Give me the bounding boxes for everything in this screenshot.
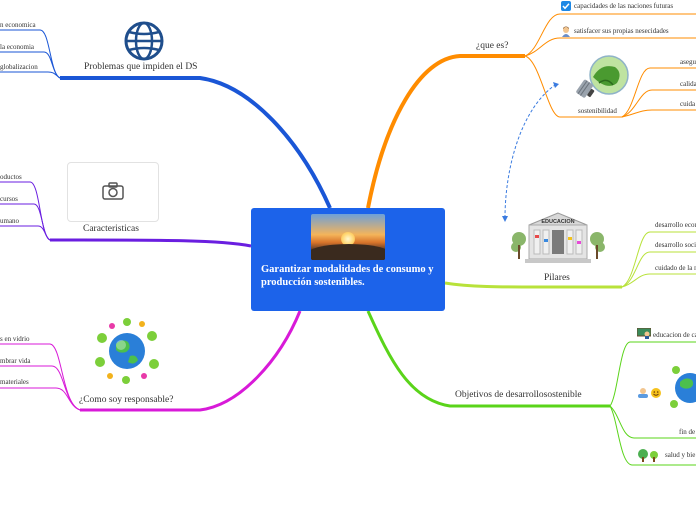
earth-recycle-icon (92, 318, 162, 384)
objetivos-child-1[interactable]: educacion de ca (653, 331, 696, 339)
branch-pilares[interactable]: Pilares (544, 273, 570, 283)
branch-caracteristicas[interactable]: Caracteristicas (83, 224, 139, 234)
pilares-child-1[interactable]: desarrollo econ (655, 221, 696, 229)
image-placeholder[interactable] (67, 162, 159, 222)
sostenibilidad-child-3[interactable]: cuida (680, 100, 695, 108)
link-pilares (445, 283, 622, 287)
link-caracteristicas (50, 240, 251, 246)
caracteristicas-child-1[interactable]: oductos (0, 173, 22, 181)
link-que-es (368, 56, 525, 208)
camera-icon (102, 182, 124, 200)
baby-icon (637, 387, 649, 399)
que-es-child-1[interactable]: capacidades de las naciones futuras (574, 2, 673, 10)
branch-objetivos[interactable]: Objetivos de desarrollosostenible (455, 390, 582, 400)
que-es-child-2[interactable]: satisfacer sus propias nesecidades (574, 27, 669, 35)
central-topic[interactable]: Garantizar modalidades de consumo y prod… (251, 208, 445, 311)
globe-icon (124, 21, 164, 61)
pilares-child-2[interactable]: desarrollo soci (655, 241, 696, 249)
branch-problemas[interactable]: Problemas que impiden el DS (84, 62, 197, 72)
sostenibilidad-child-2[interactable]: calida (680, 80, 696, 88)
lightbulb-icon (563, 53, 633, 103)
pilares-child-3[interactable]: cuidado de la n (655, 264, 696, 272)
teacher-icon (637, 328, 651, 339)
responsable-child-2[interactable]: mbrar vida (0, 357, 31, 365)
branch-responsable[interactable]: ¿Como soy responsable? (79, 395, 173, 405)
earth-recycle-icon (670, 362, 696, 414)
central-topic-title: Garantizar modalidades de consumo y prod… (261, 264, 439, 289)
problemas-child-1[interactable]: n economica (0, 21, 36, 29)
responsable-child-3[interactable]: materiales (0, 378, 29, 386)
problemas-child-3[interactable]: globalizacion (0, 63, 38, 71)
sostenibilidad-child-1[interactable]: asegu (680, 58, 696, 66)
smile-icon (651, 388, 661, 398)
objetivos-child-3[interactable]: salud y bie (665, 451, 695, 459)
school-building-icon: EDUCACION (511, 211, 605, 269)
sunset-landscape-image (311, 214, 385, 260)
dashed-relation (505, 85, 555, 218)
person-icon (561, 26, 571, 37)
caracteristicas-child-2[interactable]: cursos (0, 195, 18, 203)
objetivos-child-2[interactable]: fin de (679, 428, 695, 436)
caracteristicas-child-3[interactable]: umano (0, 217, 19, 225)
svg-text:EDUCACION: EDUCACION (541, 219, 574, 225)
trees-icon (637, 448, 661, 462)
checkbox-icon (561, 1, 571, 11)
problemas-child-2[interactable]: la economia (0, 43, 34, 51)
sostenibilidad-node[interactable]: sostenibilidad (578, 107, 617, 115)
responsable-child-1[interactable]: s en vidrio (0, 335, 30, 343)
branch-que-es[interactable]: ¿que es? (476, 41, 508, 51)
